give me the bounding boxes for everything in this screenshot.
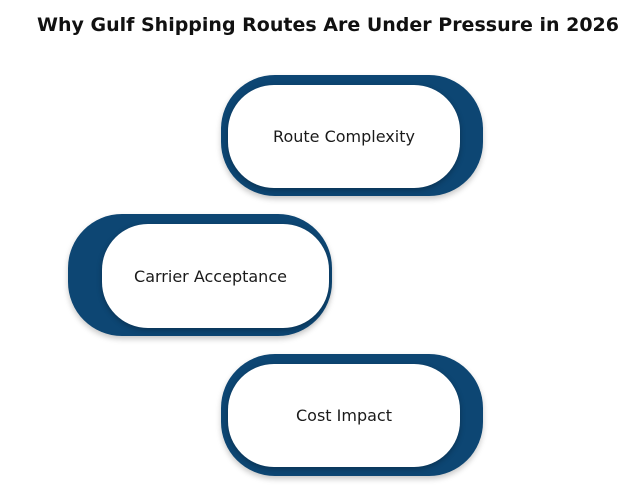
item-label: Cost Impact: [296, 406, 392, 425]
pill-card: Cost Impact: [228, 364, 460, 467]
pill-card: Carrier Acceptance: [102, 224, 329, 328]
diagram-title: Why Gulf Shipping Routes Are Under Press…: [36, 14, 619, 36]
pill-card: Route Complexity: [228, 85, 460, 188]
item-label: Route Complexity: [273, 127, 415, 146]
item-label: Carrier Acceptance: [134, 266, 287, 286]
